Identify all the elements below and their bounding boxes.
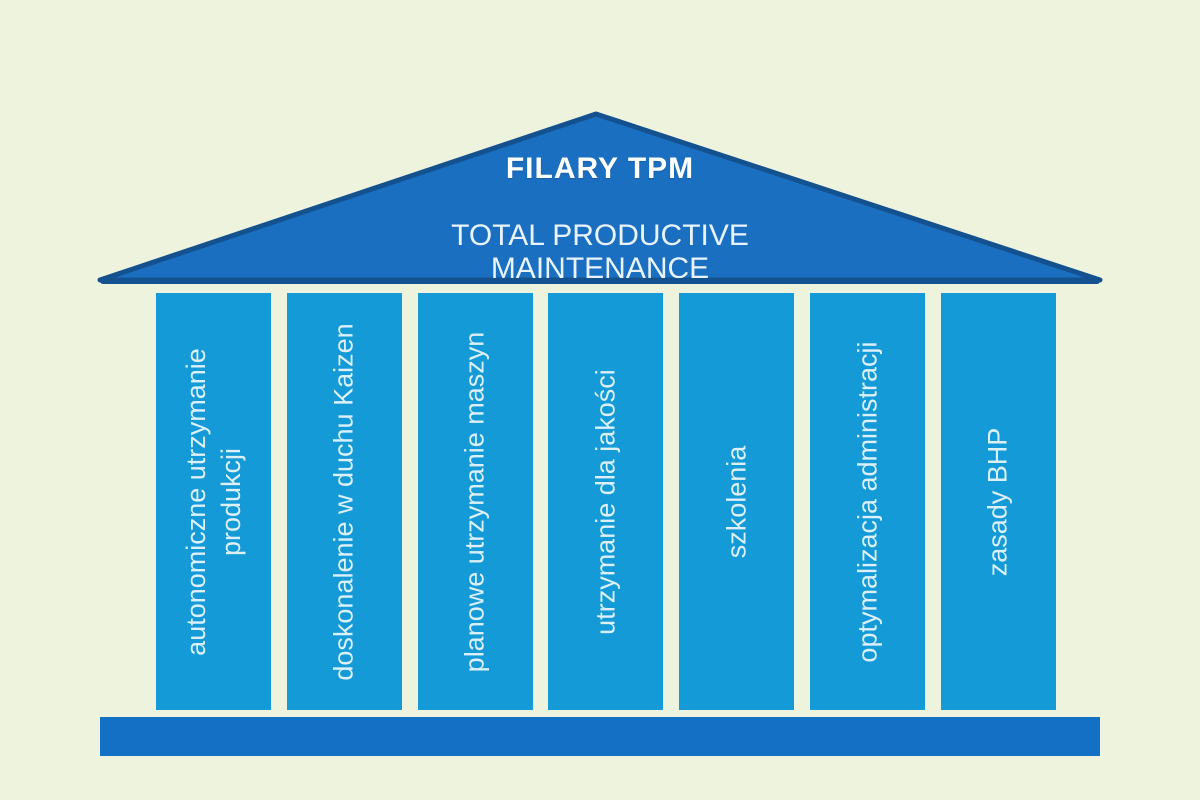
pillar-label: autonomiczne utrzymanie produkcji [180,347,246,656]
roof-bottom-edge [100,278,1100,284]
pillar-administration-optimization: optymalizacja administracji [810,293,926,710]
pillar-row: autonomiczne utrzymanie produkcji doskon… [156,293,1056,710]
pillar-autonomous-maintenance: autonomiczne utrzymanie produkcji [156,293,271,710]
pillar-planned-maintenance: planowe utrzymanie maszyn [417,293,533,710]
pillar-label: optymalizacja administracji [852,340,883,663]
pillar-quality-maintenance: utrzymanie dla jakości [548,293,664,710]
pillar-label: doskonalenie w duchu Kaizen [328,322,359,681]
roof-title: FILARY TPM [505,152,695,185]
pillar-label: utrzymanie dla jakości [590,368,621,635]
roof-subtitle: TOTAL PRODUCTIVE MAINTENANCE [451,219,749,285]
pillar-label: planowe utrzymanie maszyn [459,331,490,672]
foundation-bar [100,717,1100,756]
pillar-label: zasady BHP [982,427,1013,576]
pillar-safety-rules: zasady BHP [940,293,1056,710]
pillar-label: szkolenia [721,445,752,558]
pillar-kaizen-improvement: doskonalenie w duchu Kaizen [286,293,402,710]
pillar-training: szkolenia [679,293,795,710]
